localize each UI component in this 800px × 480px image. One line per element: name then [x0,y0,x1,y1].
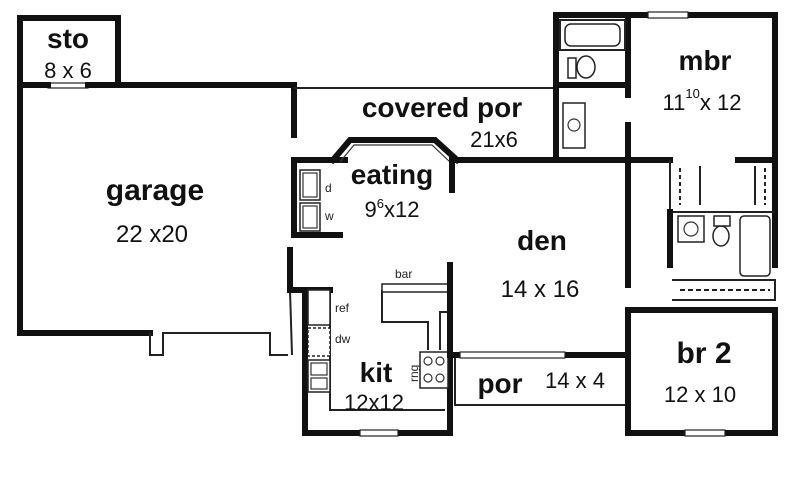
covered-porch [291,87,559,193]
sto-dim: 8 x 6 [44,58,92,83]
mbr-dim-sup: 10 [685,86,699,101]
den-dim: 14 x 16 [501,276,580,303]
bathroom-master [553,12,628,163]
den-label: den [517,225,567,256]
master-bedroom [553,11,778,268]
covered-por-dim: 21x6 [470,127,518,152]
garage-dim: 22 x20 [116,221,188,248]
br2-label: br 2 [676,337,731,370]
mbr-label: mbr [679,45,732,76]
br2-dim: 12 x 10 [664,382,736,407]
eating-dim-b: x12 [384,197,419,222]
ref-label: ref [335,301,350,315]
den-room [447,122,631,359]
sto-label: sto [47,23,89,54]
eating-dim-sup: 6 [377,196,384,211]
mbr-dim-b: x 12 [700,90,742,115]
eating-dim: 96x12 [365,196,420,222]
covered-por-label: covered por [362,92,522,123]
eating-dim-a: 9 [365,197,377,222]
washer-label: w [324,209,334,223]
dw-label: dw [335,332,351,346]
dryer-label: d [325,181,332,195]
laundry-area [291,157,343,238]
kit-dim: 12x12 [344,390,404,415]
bathroom-hall [667,209,776,301]
por-label: por [477,368,522,399]
garage-room [17,82,297,356]
mbr-dim-a: 11 [663,90,686,115]
rng-label: rng [407,365,421,382]
por-dim: 14 x 4 [545,368,605,393]
bar-label: bar [395,267,412,281]
eating-label: eating [351,159,433,190]
mbr-dim: 1110x 12 [663,86,742,115]
bedroom-2 [625,307,778,437]
kit-label: kit [360,357,393,388]
garage-label: garage [106,174,204,207]
